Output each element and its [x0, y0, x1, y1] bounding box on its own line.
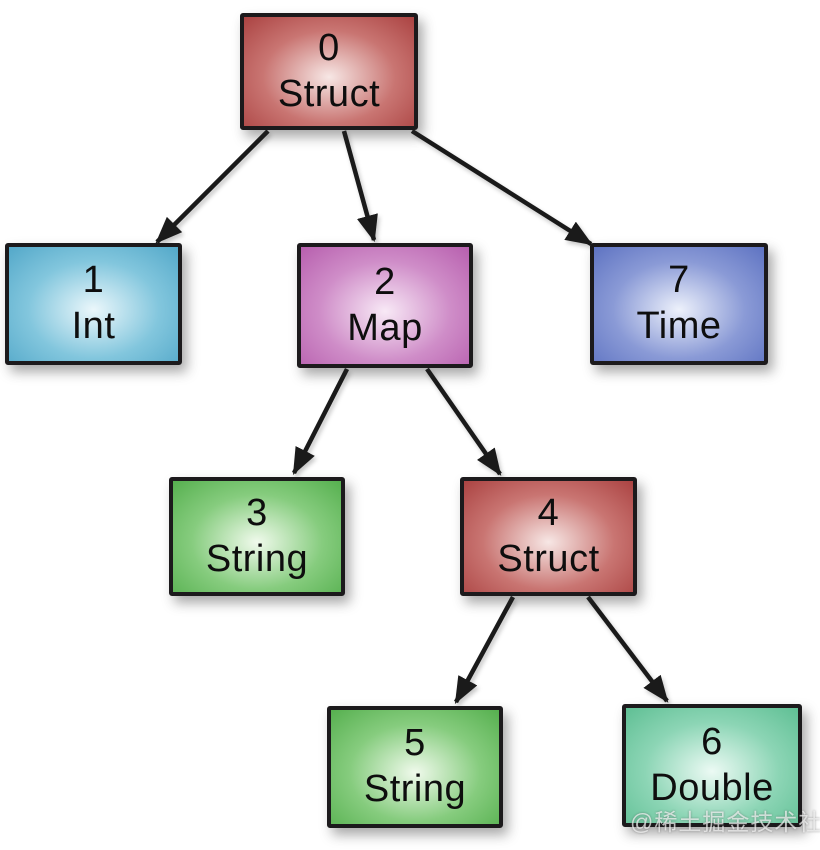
node-id: 1	[82, 259, 105, 302]
tree-node-5-string: 5 String	[327, 706, 503, 828]
tree-node-3-string: 3 String	[169, 477, 345, 596]
edge-0-1	[155, 129, 270, 244]
node-type-label: Map	[347, 306, 423, 349]
edge-4-5	[454, 595, 515, 704]
tree-node-7-time: 7 Time	[590, 243, 768, 365]
tree-node-6-double: 6 Double	[622, 704, 802, 827]
node-type-label: Struct	[497, 537, 600, 580]
tree-node-0-struct: 0 Struct	[240, 13, 418, 130]
node-id: 0	[318, 26, 340, 69]
tree-node-1-int: 1 Int	[5, 243, 182, 365]
edge-2-4	[425, 367, 502, 476]
node-type-label: String	[363, 768, 467, 810]
watermark-text: @稀土掘金技术社区	[630, 809, 820, 835]
node-type-label: Time	[636, 305, 722, 347]
node-id: 4	[537, 491, 560, 534]
node-type-label: Struct	[277, 72, 381, 115]
node-id: 3	[246, 491, 268, 534]
node-type-label: String	[205, 537, 309, 580]
edge-4-6	[586, 595, 669, 703]
node-id: 2	[374, 260, 396, 303]
node-id: 6	[701, 720, 723, 763]
tree-node-4-struct: 4 Struct	[460, 477, 637, 596]
edge-0-7	[410, 129, 593, 246]
edge-0-2	[341, 130, 378, 243]
node-type-label: Double	[650, 766, 774, 809]
node-type-label: Int	[71, 305, 116, 347]
node-id: 7	[668, 259, 690, 302]
node-id: 5	[404, 722, 426, 765]
edge-2-3	[291, 367, 350, 476]
tree-node-2-map: 2 Map	[297, 243, 473, 368]
